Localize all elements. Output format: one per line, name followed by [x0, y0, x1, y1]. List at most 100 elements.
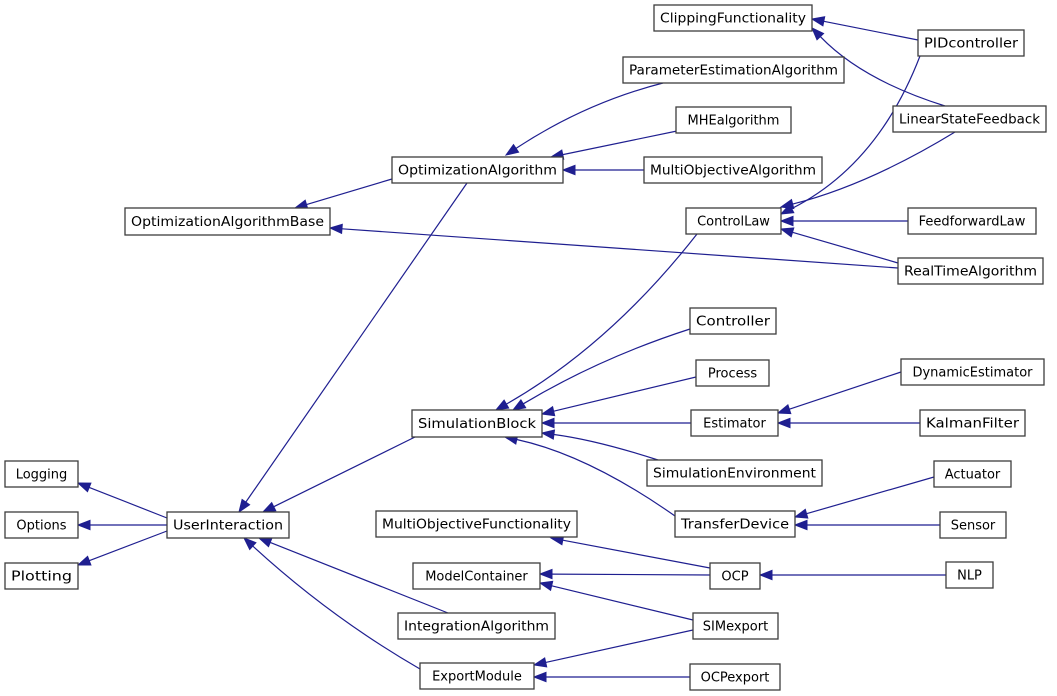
- inheritance-edge-Sensor-TransferDevice: [793, 519, 940, 531]
- class-node-label: LinearStateFeedback: [899, 113, 1040, 128]
- inheritance-edge-KalmanFilter-Estimator: [776, 417, 920, 429]
- class-node-modelcontainer[interactable]: ModelContainer: [412, 562, 541, 590]
- class-node-box: [945, 561, 994, 589]
- class-node-parameterestimationalgorithm[interactable]: ParameterEstimationAlgorithm: [622, 56, 845, 84]
- inheritance-edge-RealTimeAlgorithm-ControlLaw: [779, 227, 899, 264]
- arrowhead-Estimator: [776, 403, 792, 415]
- class-node-multiobjectivefunctionality[interactable]: MultiObjectiveFunctionality: [375, 510, 578, 538]
- class-node-label: Plotting: [11, 570, 72, 585]
- class-node-label: Sensor: [951, 519, 996, 534]
- class-node-feedforwardlaw[interactable]: FeedforwardLaw: [907, 207, 1037, 235]
- class-node-box: [900, 358, 1045, 386]
- inheritance-edge-LinearStateFeedback-ControlLaw: [779, 131, 956, 210]
- class-node-simexport[interactable]: SIMexport: [692, 612, 779, 640]
- class-node-controllaw[interactable]: ControlLaw: [685, 207, 782, 235]
- class-node-label: Process: [708, 367, 758, 382]
- class-node-mhealgorithm[interactable]: MHEalgorithm: [675, 106, 792, 134]
- arrowhead-TransferDevice: [793, 508, 809, 519]
- arrowhead-OptimizationAlgorithm: [561, 164, 576, 176]
- inheritance-edge-Controller-SimulationBlock: [511, 328, 691, 411]
- class-node-label: ControlLaw: [697, 215, 770, 230]
- class-node-box: [690, 409, 779, 437]
- class-node-options[interactable]: Options: [4, 511, 79, 539]
- class-node-estimator[interactable]: Estimator: [690, 409, 779, 437]
- class-node-exportmodule[interactable]: ExportModule: [419, 662, 535, 690]
- class-node-box: [689, 307, 777, 335]
- class-node-label: IntegrationAlgorithm: [404, 620, 549, 635]
- class-node-label: NLP: [957, 569, 982, 584]
- class-node-ocpexport[interactable]: OCPexport: [689, 663, 781, 691]
- class-node-plotting[interactable]: Plotting: [4, 562, 79, 590]
- class-node-box: [695, 359, 770, 387]
- arrowhead-OCP: [758, 569, 773, 581]
- arrowhead-ModelContainer: [538, 580, 554, 592]
- class-node-box: [391, 156, 564, 184]
- arrowhead-ExportModule: [532, 657, 548, 668]
- class-node-pidcontroller[interactable]: PIDcontroller: [917, 29, 1025, 57]
- arrowhead-OptimizationAlgorithm: [504, 143, 520, 156]
- class-node-sensor[interactable]: Sensor: [939, 511, 1007, 539]
- class-node-controller[interactable]: Controller: [689, 307, 777, 335]
- inheritance-edge-FeedforwardLaw-ControlLaw: [779, 215, 908, 227]
- class-node-box: [892, 105, 1047, 133]
- inheritance-edge-OCP-MultiObjectiveFunctionality: [549, 535, 711, 569]
- arrowhead-SimulationBlock: [540, 417, 555, 429]
- class-node-label: PIDcontroller: [924, 37, 1019, 52]
- class-node-label: MHEalgorithm: [688, 114, 780, 129]
- class-node-process[interactable]: Process: [695, 359, 770, 387]
- class-node-nlp[interactable]: NLP: [945, 561, 994, 589]
- class-node-simulationblock[interactable]: SimulationBlock: [411, 409, 543, 438]
- class-node-box: [689, 663, 781, 691]
- arrowhead-ControlLaw: [779, 215, 794, 227]
- class-node-box: [4, 511, 79, 539]
- class-node-kalmanfilter[interactable]: KalmanFilter: [919, 409, 1026, 437]
- class-node-label: Logging: [16, 468, 68, 483]
- class-node-realtimealgorithm[interactable]: RealTimeAlgorithm: [897, 257, 1044, 285]
- class-node-logging[interactable]: Logging: [4, 460, 79, 488]
- class-node-box: [4, 562, 79, 590]
- class-node-box: [622, 56, 845, 84]
- class-node-label: OCP: [721, 570, 748, 585]
- class-node-box: [692, 612, 779, 640]
- class-node-box: [166, 511, 290, 539]
- class-node-label: Estimator: [703, 417, 766, 432]
- class-node-box: [919, 409, 1026, 437]
- class-node-box: [917, 29, 1025, 57]
- class-node-simulationenvironment[interactable]: SimulationEnvironment: [646, 459, 823, 487]
- arrowhead-ModelContainer: [538, 568, 553, 580]
- inheritance-edge-ParameterEstimationAlgorithm-OptimizationAlgorithm: [504, 82, 664, 156]
- class-node-box: [685, 207, 782, 235]
- arrowhead-ClippingFunctionality: [810, 16, 826, 27]
- class-node-box: [397, 612, 556, 640]
- class-node-box: [419, 662, 535, 690]
- class-node-label: MultiObjectiveAlgorithm: [650, 164, 816, 179]
- arrowhead-UserInteraction: [261, 501, 277, 513]
- class-node-linearstatefeedback[interactable]: LinearStateFeedback: [892, 105, 1047, 133]
- class-node-multiobjectivealgorithm[interactable]: MultiObjectiveAlgorithm: [643, 156, 823, 184]
- class-node-label: RealTimeAlgorithm: [904, 265, 1037, 280]
- class-node-box: [939, 511, 1007, 539]
- class-node-clippingfunctionality[interactable]: ClippingFunctionality: [653, 4, 813, 32]
- arrowhead-ControlLaw: [779, 198, 795, 210]
- class-node-dynamicestimator[interactable]: DynamicEstimator: [900, 358, 1045, 386]
- class-node-ocp[interactable]: OCP: [709, 562, 761, 590]
- class-node-box: [709, 562, 761, 590]
- class-node-optimizationalgorithm[interactable]: OptimizationAlgorithm: [391, 156, 564, 184]
- class-node-userinteraction[interactable]: UserInteraction: [166, 511, 290, 539]
- inheritance-edge-OCPexport-ExportModule: [532, 671, 690, 683]
- class-node-transferdevice[interactable]: TransferDevice: [674, 510, 796, 538]
- class-node-box: [674, 510, 796, 538]
- arrowhead-SimulationBlock: [540, 429, 556, 440]
- inheritance-edge-SIMexport-ExportModule: [532, 629, 694, 668]
- class-node-integrationalgorithm[interactable]: IntegrationAlgorithm: [397, 612, 556, 640]
- class-node-box: [643, 156, 823, 184]
- inheritance-edge-OptimizationAlgorithm-OptimizationAlgorithmBase: [293, 178, 393, 210]
- inheritance-edge-ExportModule-UserInteraction: [242, 537, 421, 670]
- inheritance-edge-UserInteraction-Plotting: [76, 530, 168, 566]
- class-node-actuator[interactable]: Actuator: [933, 460, 1012, 488]
- class-node-optimizationalgorithmbase[interactable]: OptimizationAlgorithmBase: [124, 207, 331, 236]
- inheritance-edge-PIDcontroller-ClippingFunctionality: [810, 16, 919, 41]
- class-node-label: MultiObjectiveFunctionality: [382, 518, 571, 533]
- class-node-label: ExportModule: [432, 670, 522, 685]
